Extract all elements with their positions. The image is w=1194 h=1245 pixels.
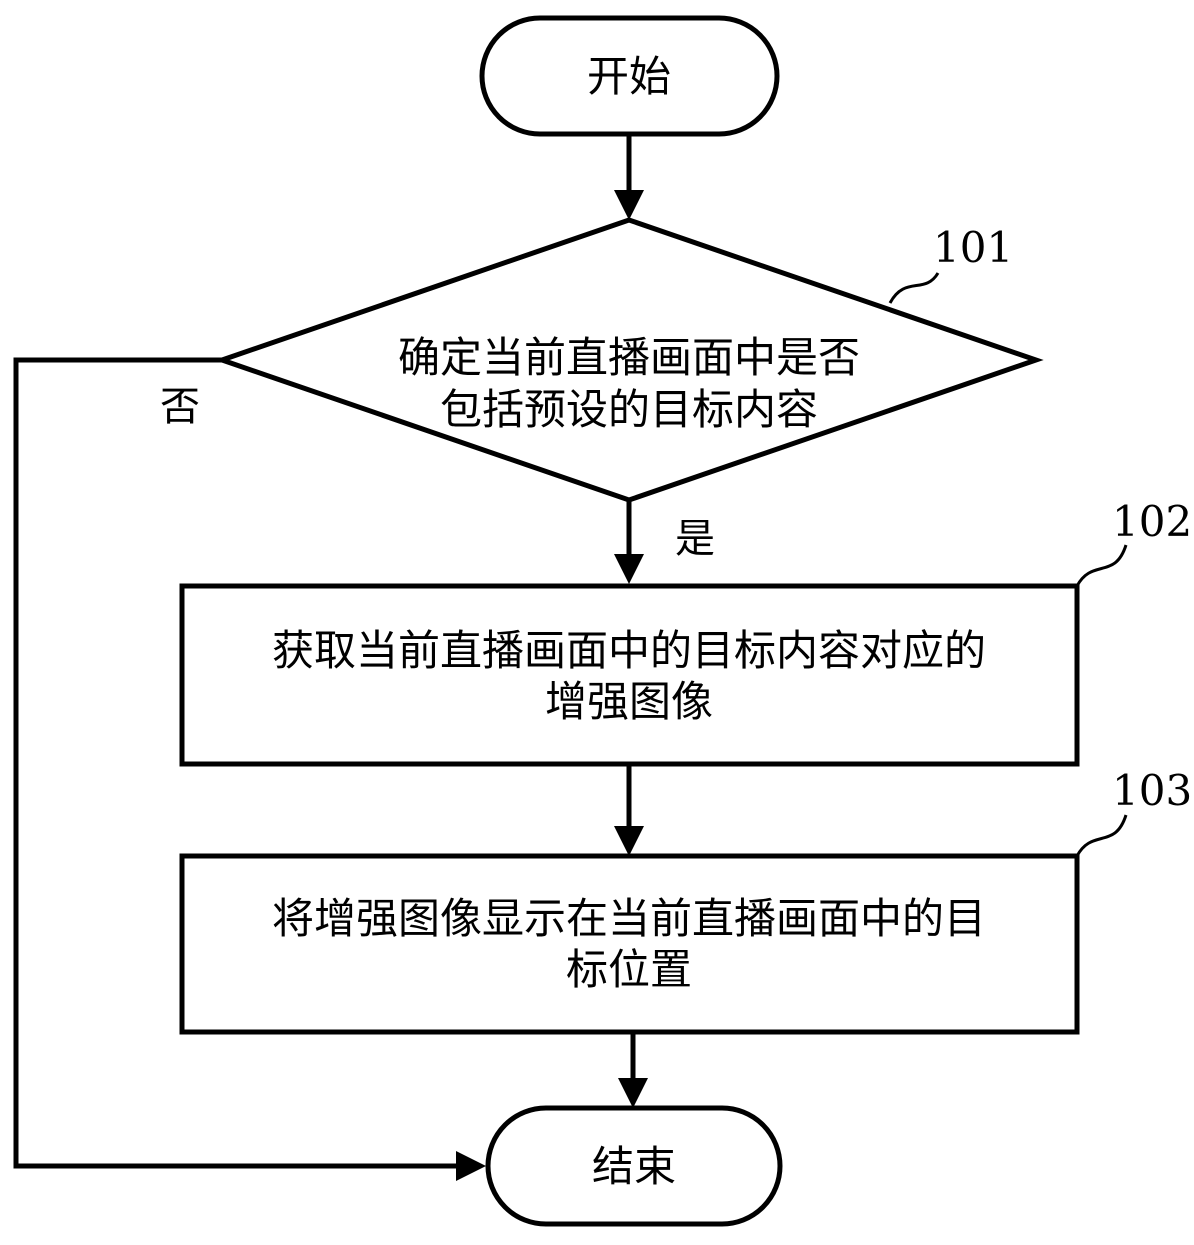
arrow-102-to-103 <box>614 764 644 856</box>
ref-102-leader <box>1075 544 1128 587</box>
ref-103: 103 <box>1075 766 1192 857</box>
ref-101-label: 101 <box>933 223 1013 272</box>
step-103-label-line1: 将增强图像显示在当前直播画面中的目 <box>272 894 986 943</box>
step-103-label-line2: 标位置 <box>566 945 692 994</box>
decision-label-line1: 确定当前直播画面中是否 <box>398 333 860 382</box>
end-shape <box>485 1105 783 1227</box>
end-label: 结束 <box>592 1142 676 1191</box>
decision-node: 确定当前直播画面中是否 包括预设的目标内容 <box>214 217 1044 503</box>
arrow-no-branch <box>13 357 486 1181</box>
decision-label-line2: 包括预设的目标内容 <box>440 385 818 434</box>
start-label: 开始 <box>587 52 671 101</box>
yes-label: 是 <box>675 516 715 562</box>
start-node: 开始 <box>479 15 780 137</box>
step-103-shape <box>179 853 1080 1035</box>
ref-102-label: 102 <box>1112 497 1192 546</box>
ref-102: 102 <box>1075 497 1192 587</box>
step-103-node: 将增强图像显示在当前直播画面中的目 标位置 <box>179 853 1080 1035</box>
ref-103-label: 103 <box>1112 766 1192 815</box>
end-node: 结束 <box>485 1105 783 1227</box>
ref-101: 101 <box>888 223 1013 304</box>
arrow-start-to-decision <box>614 134 644 220</box>
arrow-103-to-end <box>618 1032 648 1108</box>
no-label: 否 <box>160 384 200 430</box>
step-102-label-line2: 增强图像 <box>545 677 713 726</box>
ref-103-leader <box>1075 814 1128 857</box>
ref-101-leader <box>888 272 940 304</box>
step-102-label-line1: 获取当前直播画面中的目标内容对应的 <box>272 626 986 675</box>
arrow-decision-to-102 <box>614 500 644 584</box>
step-102-shape <box>179 583 1080 767</box>
step-102-node: 获取当前直播画面中的目标内容对应的 增强图像 <box>179 583 1080 767</box>
